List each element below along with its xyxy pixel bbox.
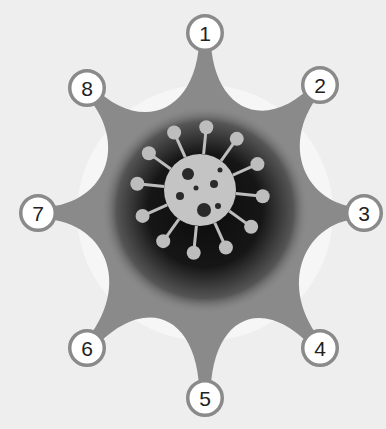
callout-number: 3 — [358, 203, 370, 224]
virus-dot — [176, 192, 184, 200]
number-circle: 6 — [68, 329, 106, 367]
virus-spike-ball — [130, 177, 144, 191]
virus-spike — [215, 223, 224, 243]
virus-spike-ball — [230, 132, 244, 146]
virus-spike — [229, 211, 247, 224]
virus-spike-ball — [219, 240, 233, 254]
virus-spike — [204, 132, 206, 154]
virus-spike — [166, 219, 179, 237]
number-circle: 1 — [186, 14, 224, 52]
callout-number: 4 — [314, 338, 326, 359]
callout-number: 5 — [199, 388, 211, 409]
virus-spike-ball — [142, 146, 156, 160]
virus-spike — [233, 166, 253, 175]
virus-spike-ball — [244, 220, 258, 234]
virus-spike-ball — [199, 120, 213, 134]
callout-number: 2 — [314, 75, 326, 96]
callout-number: 7 — [32, 203, 44, 224]
virus-dot — [215, 203, 221, 209]
virus-dot — [210, 180, 218, 188]
number-circle: 4 — [301, 329, 339, 367]
virus-spike — [236, 194, 258, 196]
virus-spike-ball — [250, 157, 264, 171]
virus-spike-ball — [167, 126, 181, 140]
virus-spike-ball — [156, 234, 170, 248]
virus-spike — [142, 184, 164, 186]
virus-dot — [218, 168, 223, 173]
number-circle: 8 — [68, 69, 106, 107]
dark-core — [101, 106, 309, 314]
virus-spike — [153, 156, 171, 169]
virus-icon — [130, 120, 269, 259]
number-circle: 3 — [345, 194, 383, 232]
virus-dot — [182, 168, 194, 180]
virus-spike — [194, 226, 196, 248]
virus-spike-ball — [136, 209, 150, 223]
number-circle: 2 — [301, 66, 339, 104]
number-circle: 7 — [19, 194, 57, 232]
virus-body — [164, 154, 236, 226]
callout-number: 1 — [199, 23, 211, 44]
callout-number: 8 — [81, 78, 93, 99]
virus-spike — [147, 205, 167, 214]
arm-blob — [38, 33, 364, 398]
callout-number: 6 — [81, 338, 93, 359]
virus-spike — [176, 137, 185, 157]
virus-dot — [197, 203, 211, 217]
virus-spike-ball — [187, 246, 201, 260]
virus-dot — [194, 186, 199, 191]
virus-spike — [221, 143, 234, 161]
number-circle: 5 — [186, 379, 224, 417]
virus-spike-ball — [256, 189, 270, 203]
